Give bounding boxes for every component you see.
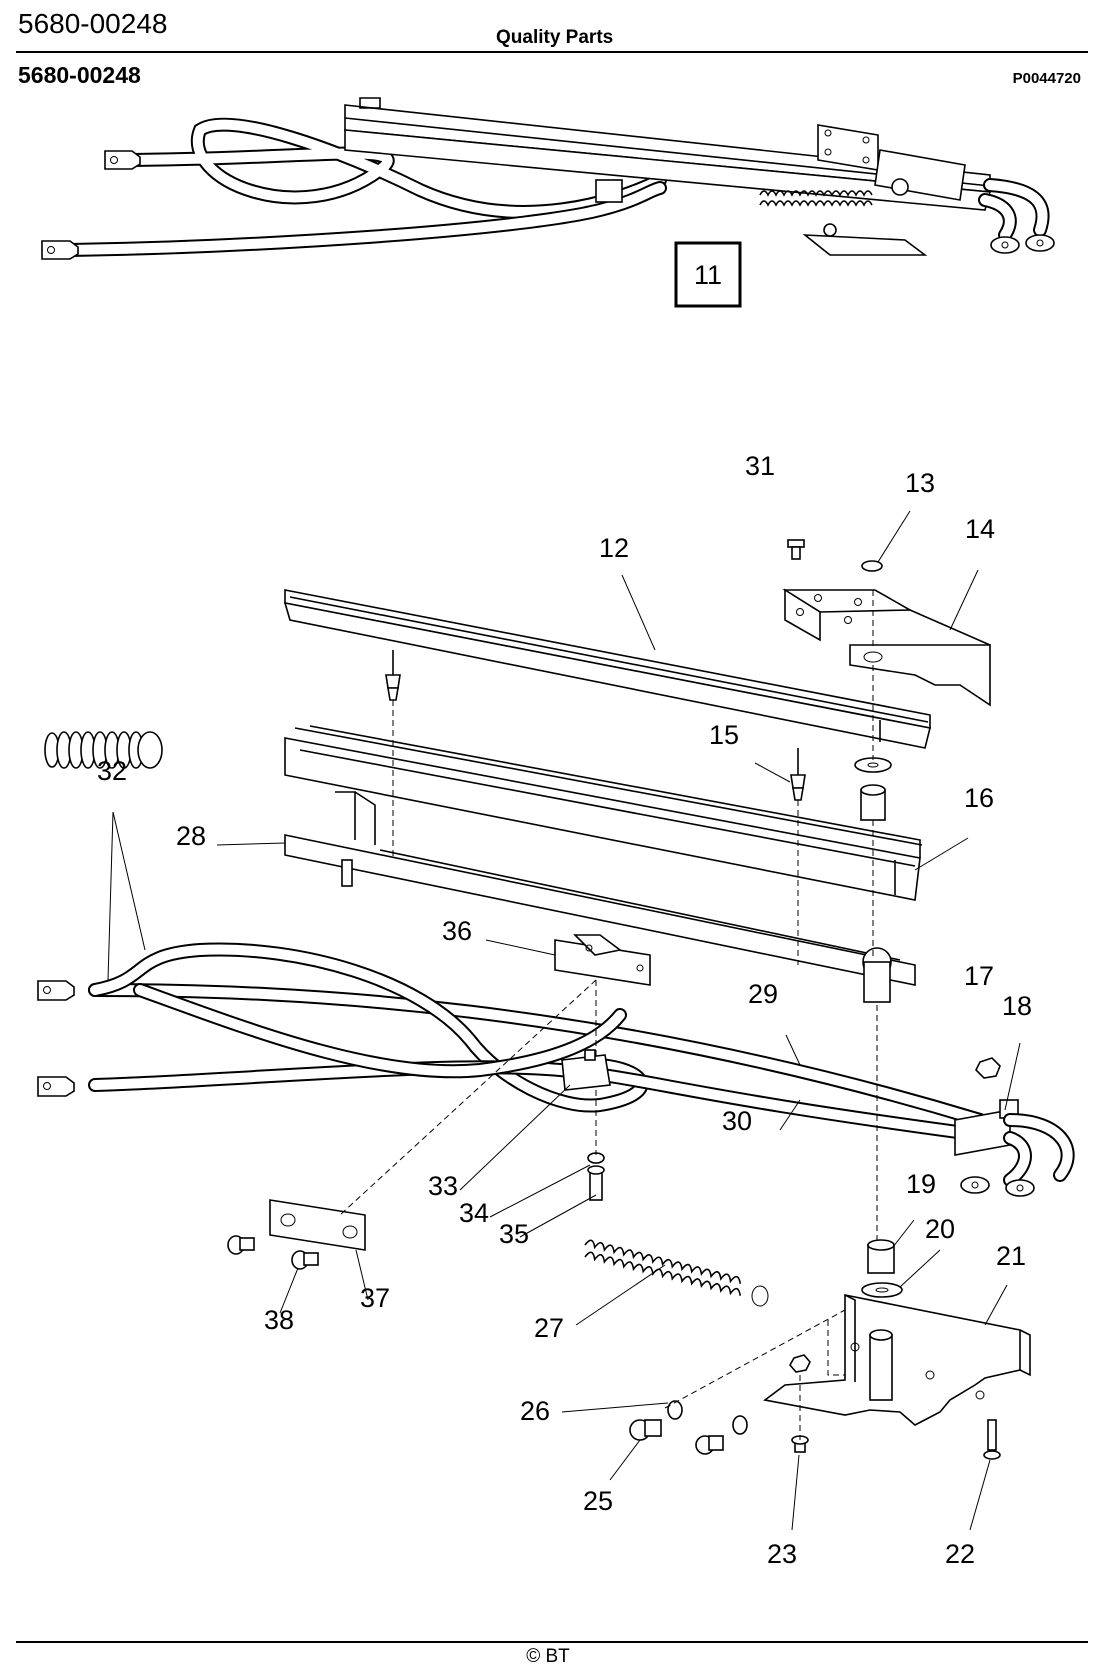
part-sleeve-32 — [44, 731, 163, 769]
callout-25: 25 — [583, 1486, 613, 1516]
callout-13: 13 — [905, 468, 935, 498]
callout-14: 14 — [965, 514, 995, 544]
callout-18: 18 — [1002, 991, 1032, 1021]
callout-16: 16 — [964, 783, 994, 813]
subheader-part-number: 5680-00248 — [18, 62, 141, 88]
part-screw-22 — [983, 1419, 1001, 1460]
part-channel — [284, 725, 923, 901]
footer-divider — [16, 1641, 1088, 1643]
callout-19: 19 — [906, 1169, 936, 1199]
callout-21: 21 — [996, 1241, 1026, 1271]
callout-27: 27 — [534, 1313, 564, 1343]
part-cap-screws-25 — [629, 1419, 724, 1455]
callout-22: 22 — [945, 1539, 975, 1569]
callout-33: 33 — [428, 1171, 458, 1201]
callout-20: 20 — [925, 1214, 955, 1244]
assembled-view — [41, 97, 1055, 260]
callout-31: 31 — [745, 451, 775, 481]
part-washer — [854, 757, 892, 773]
part-top-bracket — [782, 588, 991, 707]
callout-35: 35 — [499, 1219, 529, 1249]
callout-30: 30 — [722, 1106, 752, 1136]
callout-38: 38 — [264, 1305, 294, 1335]
part-pin-35 — [587, 1165, 605, 1201]
header-divider — [16, 51, 1088, 53]
figure-reference: P0044720 — [1012, 70, 1081, 87]
assembly-dash-lines — [339, 590, 878, 1440]
assembly-label-box — [674, 241, 742, 308]
part-bushing-19 — [867, 1239, 895, 1274]
callout-numbers: 31 13 14 12 15 32 16 28 36 17 29 18 30 1… — [97, 451, 1032, 1569]
callout-26: 26 — [520, 1396, 550, 1426]
callout-28: 28 — [176, 821, 206, 851]
header-title: Quality Parts — [496, 27, 614, 48]
callout-32: 32 — [97, 756, 127, 786]
footer-copyright: © BT — [526, 1646, 570, 1667]
callout-12: 12 — [599, 533, 629, 563]
leader-lines — [107, 510, 1021, 1531]
part-rivets-15 — [385, 650, 806, 801]
part-cables — [37, 942, 1075, 1197]
callout-34: 34 — [459, 1198, 489, 1228]
part-lower-bracket-21 — [763, 1294, 1031, 1426]
callout-23: 23 — [767, 1539, 797, 1569]
part-plate-37 — [269, 1199, 366, 1251]
part-screw-31 — [787, 539, 805, 560]
assembly-label: 11 — [694, 260, 722, 290]
part-rail-cover — [283, 589, 931, 749]
callout-37: 37 — [360, 1283, 390, 1313]
part-bracket-36 — [554, 934, 651, 986]
part-washer-13 — [861, 560, 883, 572]
callout-36: 36 — [442, 916, 472, 946]
part-nut — [789, 1354, 811, 1373]
part-washers-26 — [667, 1400, 748, 1435]
part-spring-27 — [584, 1239, 769, 1307]
part-screws-38 — [227, 1235, 319, 1270]
callout-15: 15 — [709, 720, 739, 750]
part-base-rail — [284, 791, 916, 1003]
callout-29: 29 — [748, 979, 778, 1009]
part-washer-20 — [861, 1282, 903, 1298]
callout-17: 17 — [964, 961, 994, 991]
header-part-number: 5680-00248 — [18, 8, 168, 39]
